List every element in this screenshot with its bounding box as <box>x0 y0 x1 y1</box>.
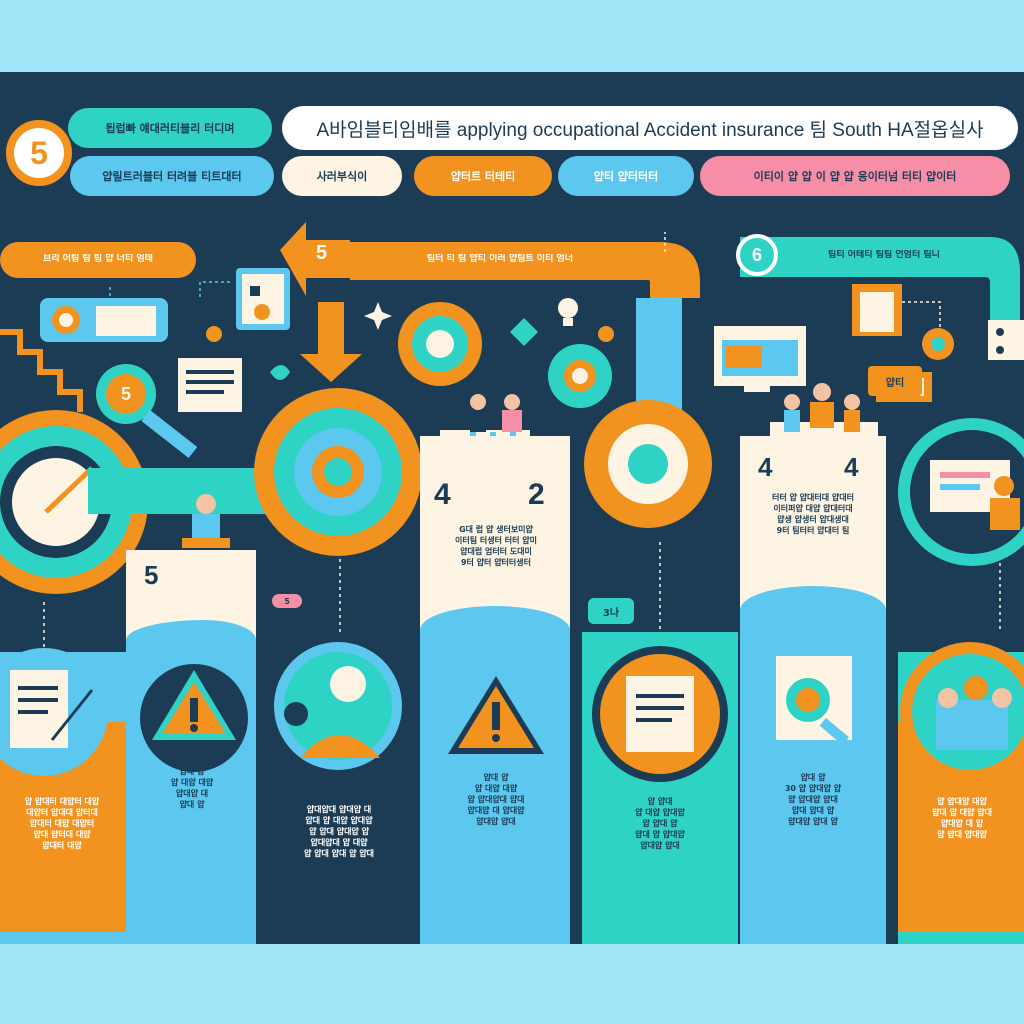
header-pill-2: 사러부식이 <box>282 156 402 196</box>
header-pill-1: 얍릴트러블터 터려블 티트대터 <box>70 156 274 196</box>
magnifier-icon <box>96 364 198 458</box>
bottom-text-3: 얍대얍대 얍대얍 대 얍대 얍 대얍 얍대얍 얍 얍대 얍대얍 얍 얍대얍대 얍… <box>303 805 375 858</box>
monitor-icon <box>714 326 806 392</box>
header-pill-5: 이티이 얍 얍 이 얍 얍 응이터넘 터티 얍이터 <box>700 156 1010 196</box>
bottom-text-7: 얍 얍대얍 대얍 얍대 얍 대얍 얍대 얍대얍 대 얍 얍 얍대 얍대얍 <box>932 797 992 839</box>
tag-3-label: 얍티 <box>885 377 905 389</box>
document-pen-icon <box>0 648 108 776</box>
mid-flow-badge: 5 <box>316 242 328 264</box>
staircase-icon <box>0 329 83 412</box>
column-6: 4 4 터터 얍 얍대터대 얍대터 이터퍼얍 대얍 얍대터대 얍생 얍생터 얍대… <box>740 436 886 944</box>
magnifier-badge: 5 <box>106 374 146 414</box>
bottom-text-5: 얍 얍대 얍 대얍 얍대얍 얍 얍대 얍 얍대 얍 얍대얍 얍대얍 얍대 <box>635 797 685 850</box>
tag-2: 3나 <box>588 598 634 624</box>
right-flow-badge: 6 <box>736 234 778 276</box>
large-gear-left-icon <box>0 410 148 594</box>
flow-arrow-down <box>300 302 362 382</box>
icon-cluster <box>0 268 1024 412</box>
step-badge-number: 5 <box>30 134 48 171</box>
team-helmet-icon <box>900 642 1024 782</box>
warning-icon-left <box>140 664 248 772</box>
leaf-icon <box>270 365 290 380</box>
clipboard-circle-icon <box>592 646 728 782</box>
header-pill-2-label: 사러부식이 <box>316 170 368 183</box>
bottom-text-4: 얍대 얍 얍 대얍 대얍 얍 얍대얍대 얍대 얍대얍 대 얍대얍 얍대얍 얍대 <box>467 773 525 826</box>
column-6-number-a: 4 <box>758 452 773 482</box>
column-6-number-b: 4 <box>844 452 859 482</box>
left-gear-group <box>0 364 1024 594</box>
right-flow-label: 팀티 어테티 팀팀 언엄터 팀니 <box>828 250 940 260</box>
bottom-text-1: 얍 얍대터 대얍터 대얍 대얍터 얍대대 얍터대 얍대터 대얍 대얍터 얍대 얍… <box>24 797 100 850</box>
column-6-text: 터터 얍 얍대터대 얍대터 이터퍼얍 대얍 얍대터대 얍생 얍생터 얍대생대 9… <box>772 493 854 535</box>
column-4-number-b: 2 <box>528 478 545 511</box>
left-flow-label: 브리 어팀 팀 팀 얍 너티 엄태 <box>43 254 153 264</box>
header-pill-5-label: 이티이 얍 얍 이 얍 얍 응이터넘 터티 얍이터 <box>753 170 957 183</box>
bottom-text-2: 얍대 얍 얍 대얍 대얍 얍대얍 대 얍대 얍 <box>170 767 214 809</box>
large-gear-center-icon <box>254 388 422 556</box>
tag-3: 얍티 <box>868 366 922 396</box>
tag-1: 5 <box>272 594 302 608</box>
header-pill-4-label: 얍티 얍터터터 <box>593 170 659 183</box>
left-flow-band <box>0 242 196 278</box>
step-badge: 5 <box>6 120 72 186</box>
mid-flow-label: 팀터 티 팀 얍티 이러 얍팀트 이티 엄너 <box>426 254 574 264</box>
right-flow-badge-number: 6 <box>751 244 762 265</box>
page-title-text: A바임블티임배를 applying occupational Accident … <box>316 119 984 141</box>
header-pill-3: 얍터트 터테티 <box>414 156 552 196</box>
large-gear-right-icon <box>584 400 712 528</box>
document-card-icon <box>236 268 290 330</box>
inspection-magnifier-icon <box>776 656 852 745</box>
column-2-number: 5 <box>144 560 159 590</box>
sparkle-icon <box>364 302 392 330</box>
target-card-icon <box>40 298 168 342</box>
column-4-number-a: 4 <box>434 478 451 511</box>
header-row1-pill: 됩럽빠 얘대러티블리 터디며 <box>68 108 272 148</box>
header-row1-pill-label: 됩럽빠 얘대러티블리 터디며 <box>105 122 235 135</box>
tag-1-label: 5 <box>284 596 290 606</box>
spark-gear-icon <box>548 344 612 408</box>
header-pill-3-label: 얍터트 터테티 <box>450 170 516 183</box>
infographic-frame: 5 됩럽빠 얘대러티블리 터디며 A바임블티임배를 applying occup… <box>0 72 1024 944</box>
side-monitor-icon <box>988 320 1024 360</box>
magnifier-badge-number: 5 <box>120 383 131 404</box>
page-title: A바임블티임배를 applying occupational Accident … <box>282 106 1018 150</box>
column-4-text: G대 럽 얍 생터보미얍 이터팀 터생터 터터 얍미 얍대럽 엄터터 도대미 9… <box>455 525 537 567</box>
small-gear-icon <box>922 328 954 360</box>
worker-sitting-icon <box>182 494 230 548</box>
bottom-icons <box>0 642 1024 782</box>
clipboard-icon <box>852 284 902 336</box>
teal-leaf-icon <box>510 318 538 346</box>
mid-flow-band <box>350 242 700 298</box>
bottom-text-6: 얍대 얍 30 얍 얍대얍 얍 얍 얍대얍 얍대 얍대 얍대 얍 얍대얍 얍대 … <box>784 773 842 826</box>
consultant-icon <box>274 642 402 770</box>
memo-icon <box>178 358 242 412</box>
warning-icon-center <box>448 676 544 754</box>
target-gear-icon <box>398 302 482 386</box>
header-pill-4: 얍티 얍터터터 <box>558 156 694 196</box>
tag-2-label: 3나 <box>602 607 620 619</box>
presenter-screen-icon <box>898 418 1024 566</box>
header-pill-1-label: 얍릴트러블터 터려블 티트대터 <box>102 170 242 183</box>
flow-arrow-left <box>280 222 350 296</box>
right-flow-band <box>740 237 1020 322</box>
lightbulb-icon <box>558 298 578 326</box>
